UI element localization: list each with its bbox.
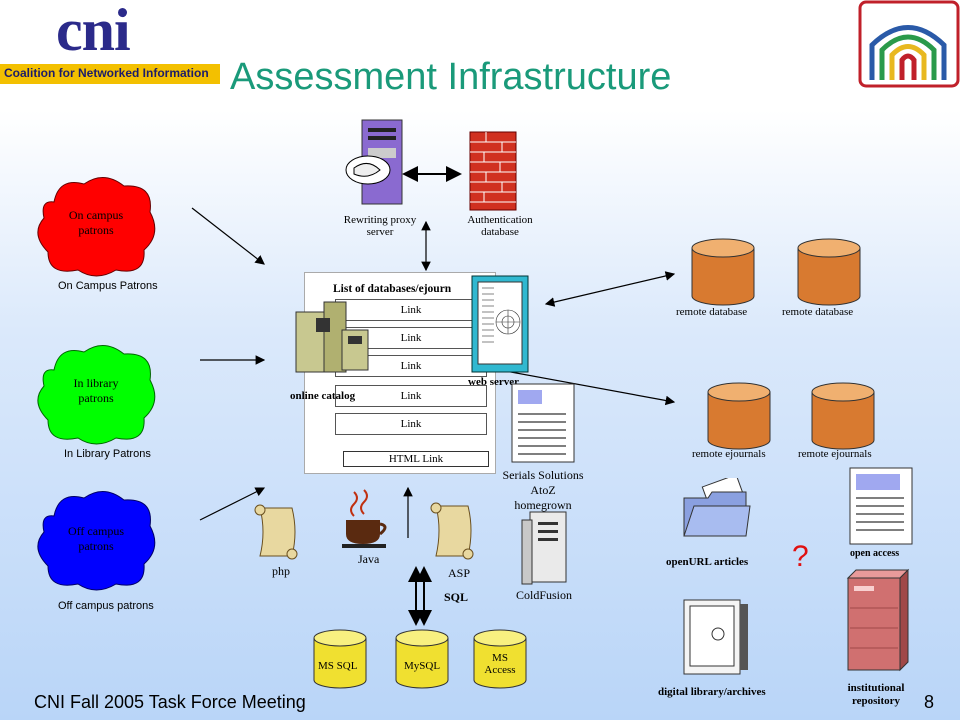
page-title: Assessment Infrastructure (230, 56, 672, 98)
online-catalog-label: online catalog (290, 390, 356, 402)
arches-logo-icon (858, 0, 960, 88)
php-scroll-icon (254, 504, 298, 560)
digital-library-safe-icon (683, 599, 748, 675)
ms-sql-database-icon (313, 629, 367, 689)
serials-line-3: homegrown (514, 498, 572, 512)
ms-access-database-icon (473, 629, 527, 689)
on-campus-caption: On Campus Patrons (58, 280, 158, 292)
page-number: 8 (924, 692, 935, 712)
off-campus-cloud-icon (37, 491, 156, 591)
openurl-articles-label: openURL articles (666, 556, 749, 568)
open-access-document-icon (849, 467, 913, 545)
serials-line-1: Serials Solutions (502, 468, 584, 482)
serials-document-icon (511, 383, 575, 463)
logo-bar (0, 64, 220, 84)
coldfusion-server-icon (521, 511, 567, 585)
authentication-database-label: Authentication database (467, 214, 533, 238)
institutional-repository-label: institutional repository (847, 682, 905, 707)
question-mark: ? (792, 540, 809, 573)
mysql-label: MySQL (404, 660, 441, 672)
footer-text: CNI Fall 2005 Task Force Meeting (34, 692, 306, 712)
remote-database-2-label: remote database (782, 306, 854, 318)
remote-database-2-icon (797, 238, 861, 306)
on-campus-cloud-label: On campus patrons (68, 208, 124, 237)
portal-heading: List of databases/ejourn (333, 283, 452, 295)
web-server-icon (471, 275, 529, 373)
in-library-caption: In Library Patrons (64, 448, 151, 460)
asp-label: ASP (448, 566, 471, 580)
remote-database-1-icon (691, 238, 755, 306)
remote-ejournals-1-icon (707, 382, 771, 450)
in-library-cloud-label: In library patrons (73, 376, 119, 405)
cni-logo: cni Coalition for Networked Information (0, 0, 220, 90)
proxy-server-icon (345, 119, 403, 205)
mysql-database-icon (395, 629, 449, 689)
web-server-label: web server (468, 376, 520, 388)
online-catalog-computer-icon (295, 301, 369, 373)
php-label: php (272, 564, 290, 578)
ms-access-label: MS Access (484, 652, 516, 676)
asp-scroll-icon (430, 502, 474, 560)
proxy-server-label: Rewriting proxy server (343, 214, 417, 238)
logo-text: cni (56, 0, 131, 63)
open-access-label: open access (850, 548, 900, 559)
institutional-repository-icon (846, 568, 910, 672)
authentication-firewall-icon (469, 131, 517, 211)
remote-ejournals-1-label: remote ejournals (692, 448, 766, 460)
java-label: Java (358, 552, 380, 566)
portal-link-4[interactable]: Link (335, 385, 487, 407)
portal-link-2[interactable]: Link (335, 327, 487, 349)
remote-ejournals-2-label: remote ejournals (798, 448, 872, 460)
remote-database-1-label: remote database (676, 306, 748, 318)
off-campus-caption: Off campus patrons (58, 600, 154, 612)
coldfusion-label: ColdFusion (516, 588, 573, 602)
java-cup-icon (342, 489, 387, 548)
openurl-folder-icon (683, 478, 751, 537)
in-library-cloud-icon (37, 345, 156, 445)
sql-label: SQL (444, 590, 469, 604)
html-link[interactable]: HTML Link (343, 451, 489, 467)
serials-line-2: AtoZ (530, 483, 556, 497)
digital-library-label: digital library/archives (658, 686, 766, 698)
serials-solutions-label: Serials Solutions AtoZ homegrown (486, 468, 600, 513)
logo-subtitle: Coalition for Networked Information (4, 66, 209, 80)
remote-ejournals-2-icon (811, 382, 875, 450)
ms-sql-label: MS SQL (318, 660, 358, 672)
portal-link-5[interactable]: Link (335, 413, 487, 435)
on-campus-cloud-icon (37, 177, 156, 277)
portal-link-3[interactable]: Link (335, 355, 487, 377)
off-campus-cloud-label: Off campus patrons (67, 524, 125, 553)
